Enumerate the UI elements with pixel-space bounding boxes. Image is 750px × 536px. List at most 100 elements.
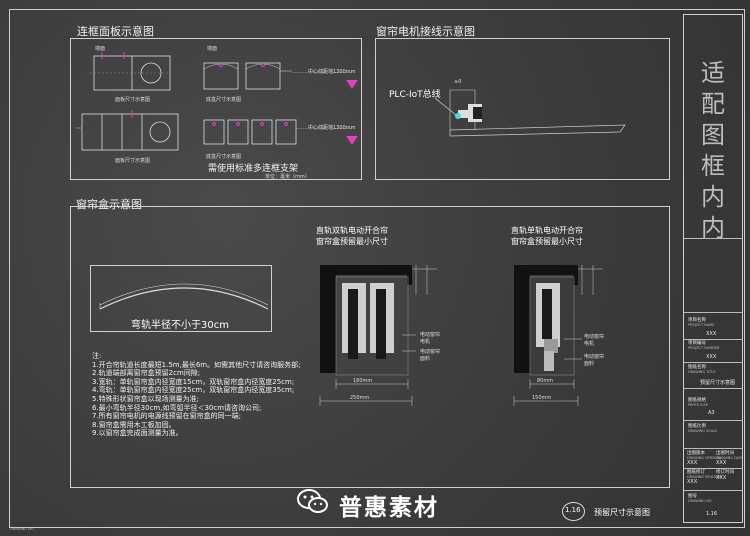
single-motor-label-b: 电机: [584, 341, 595, 347]
tb-row: 图纸比例 DRAWING SCALE: [688, 424, 717, 433]
panel1-wall-label-b: 墙面: [207, 46, 218, 52]
panel1-two-gang-box: [203, 62, 292, 90]
tb-number-label: 图号: [688, 494, 697, 499]
panel1-four-gang-panel: [76, 110, 179, 151]
single-rail-section-drawing: [513, 265, 603, 406]
panel1-panel-size-label-a: 面板尺寸示意图: [115, 97, 151, 103]
panel1-height-marker-b: [296, 128, 358, 145]
note-line: 4.弯轨：单轨窗帘盒内径宽度25cm，双轨窗帘盒内径宽度35cm;: [92, 386, 295, 395]
double-title-2: 窗帘盒预留最小尺寸: [316, 237, 388, 246]
single-motor-label-a: 电动窗帘: [584, 334, 605, 340]
panel-frame-panel-grid: [70, 38, 362, 180]
footer-page-badge-text: 1.16: [565, 506, 581, 514]
footer-caption: 预留尺寸示意图: [594, 508, 650, 517]
double-fabric-label-b: 面料: [420, 356, 431, 362]
dim-single-inner: 80mm: [537, 378, 554, 384]
tb-date-value: XXX: [716, 460, 727, 466]
double-motor-label-a: 电动窗帘: [420, 332, 441, 338]
tb-divider: [683, 362, 743, 363]
panel-frame-motor-wiring: [375, 38, 670, 180]
tb-revision-date-value: XXX: [716, 475, 727, 481]
dim-double-outer: 250mm: [350, 395, 370, 401]
tb-divider: [683, 238, 743, 239]
tb-revision-value: XXX: [687, 479, 698, 485]
tb-date-sub: DRAWING DATE: [716, 456, 744, 460]
tb-version-label: 出图版本: [687, 451, 705, 456]
big-char: 图: [701, 121, 725, 149]
double-title-1: 直轨双轨电动开合帘: [316, 226, 388, 235]
double-motor-label-b: 电机: [420, 339, 431, 345]
curtain-notes: 注: 1.开合帘轨道长度最短1.5m,最长6m。如需其他尺寸请咨询服务部; 2.…: [92, 352, 301, 438]
watermark-text: 普惠素材: [339, 495, 439, 521]
tb-row: 图纸规格 PAPER SIZE: [688, 398, 708, 407]
panel1-four-gang-box: [203, 119, 297, 145]
tb-row: 项目编号 PROJECT NUMBER: [688, 341, 719, 350]
title-block-big-text: 适 配 图 框 内 内: [690, 58, 736, 244]
tb-revision: 图纸修订 DRAWING REVISION XXX: [687, 470, 722, 485]
panel1-title: 连框面板示意图: [77, 25, 154, 38]
note-line: 9.以窗帘盒完成面测量为准。: [92, 429, 183, 438]
panel1-box-size-label-a: 底盒尺寸示意图: [206, 97, 242, 103]
note-line: 1.开合帘轨道长度最短1.5m,最长6m。如需其他尺寸请咨询服务部;: [92, 360, 301, 369]
panel3-title: 窗帘盒示意图: [76, 198, 142, 211]
dim-double-inner: 180mm: [353, 378, 373, 384]
single-fabric-label-b: 面料: [584, 361, 595, 367]
panel1-box-size-label-b: 底盒尺寸示意图: [206, 154, 242, 160]
panel1-unit-note: 单位：毫米（mm）: [265, 174, 310, 180]
tb-revision-sub: DRAWING REVISION: [687, 475, 722, 479]
tb-divider: [683, 388, 743, 389]
tb-version-value: XXX: [687, 460, 698, 466]
tb-date: 出图时间 DRAWING DATE XXX: [716, 451, 743, 466]
footer-page-badge: [562, 502, 585, 521]
note-line: 6.最小弯轨半径30cm,如弯弧半径＜30cm请咨询公司;: [92, 403, 262, 412]
tb-row-label: 图纸规格: [688, 398, 706, 403]
panel1-wall-label-a: 墙面: [95, 46, 106, 52]
tb-date-label: 出图时间: [716, 451, 734, 456]
big-char: 内: [701, 183, 725, 211]
tb-row-sub: DRAWING TITLE: [688, 370, 716, 374]
panel2-motor-wiring-drawing: [434, 89, 626, 137]
big-char: 框: [701, 152, 725, 180]
tb-divider: [683, 339, 743, 340]
tb-row-sub: PROJECT NAME: [688, 323, 715, 327]
single-fabric-label-a: 电动窗帘: [584, 354, 605, 360]
tb-row: 项目名称 PROJECT NAME: [688, 318, 714, 327]
dim-single-outer: 150mm: [532, 395, 552, 401]
curved-rail-drawing: [99, 283, 269, 310]
tb-row-sub: DRAWING SCALE: [688, 429, 718, 433]
note-line: 2.轨道端部离窗帘盒预留2cm间隙;: [92, 369, 201, 378]
big-char: 配: [701, 90, 725, 118]
footer-corner-text: DRAWING NO.: [10, 527, 35, 531]
tb-row-label: 图纸比例: [688, 424, 706, 429]
tb-row-sub: PROJECT NUMBER: [688, 346, 720, 350]
tb-number: 图号 DRAWING NO.: [688, 494, 712, 503]
single-title-1: 直轨单轨电动开合帘: [511, 226, 583, 235]
panel-frame-curtain-box: [70, 206, 670, 488]
tb-row-value: XXX: [706, 354, 717, 360]
tb-revision-label: 图纸修订: [687, 470, 705, 475]
title-block-frame: [683, 14, 743, 523]
tb-divider: [683, 448, 743, 449]
note-line: 5.特殊形状窗帘盒以现场测量为准;: [92, 394, 200, 403]
tb-row-value: A3: [708, 410, 715, 416]
panel1-panel-size-label-b: 面板尺寸示意图: [115, 158, 151, 164]
tb-number-value: 1.16: [706, 511, 718, 517]
tb-row-sub: PAPER SIZE: [688, 403, 709, 407]
single-title-2: 窗帘盒预留最小尺寸: [511, 237, 583, 246]
wechat-icon: [297, 489, 328, 513]
rail-frame: [90, 265, 272, 332]
tb-row-value: 预留尺寸示意图: [700, 380, 736, 386]
tb-version: 出图版本 DRAWING VERSION XXX: [687, 451, 721, 466]
tb-divider: [683, 312, 743, 313]
tb-divider: [683, 420, 743, 421]
panel2-bus-label: PLC-IoT总线: [389, 90, 441, 100]
panel1-two-gang-panel: [90, 52, 171, 91]
tb-revision-date-label: 修订时间: [716, 470, 734, 475]
note-line: 注:: [92, 352, 102, 360]
tb-version-sub: DRAWING VERSION: [687, 456, 721, 460]
tb-row-label: 图纸名称: [688, 365, 706, 370]
note-line: 8.窗帘盒需用木工板加固。: [92, 420, 176, 429]
big-char: 内: [701, 214, 725, 242]
panel2-title: 窗帘电机接线示意图: [376, 25, 475, 38]
tb-divider: [683, 468, 743, 469]
